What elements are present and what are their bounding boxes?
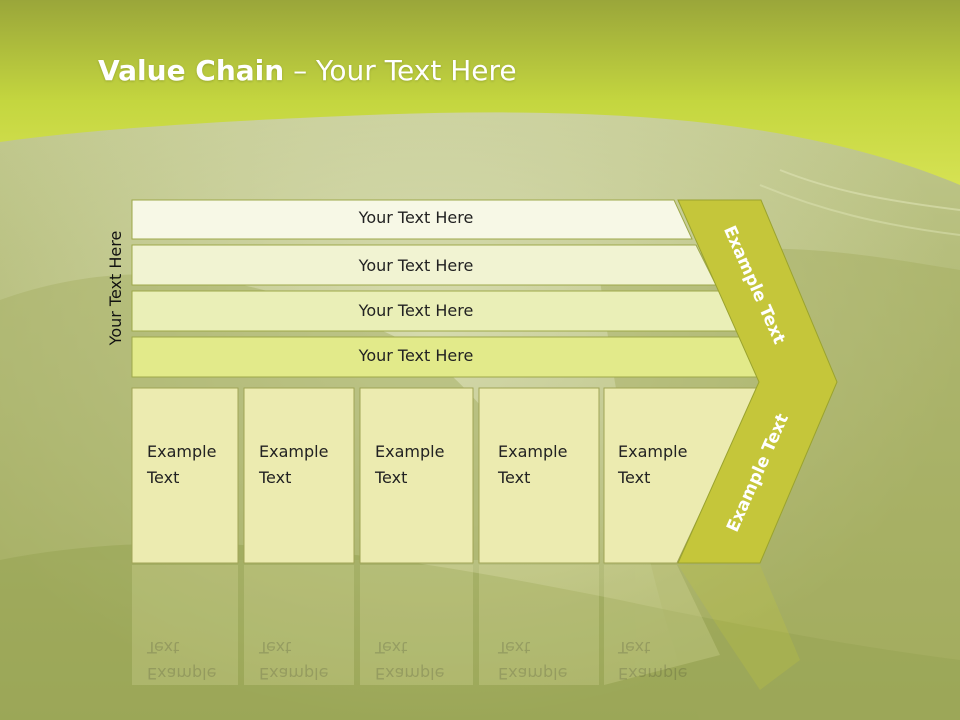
column-label-4-reflection: Example Text [498, 634, 567, 686]
column-reflections [132, 565, 720, 685]
column-box-5 [603, 387, 760, 564]
chevron-reflection [678, 565, 800, 690]
column-label-4-line2: Text [498, 468, 531, 487]
column-label-3-reflection-line2: Text [375, 638, 408, 657]
column-label-5-line1: Example [618, 442, 688, 461]
column-label-2-reflection: Example Text [259, 634, 328, 686]
column-label-2-reflection-line1: Example [259, 664, 329, 683]
page-title: Value Chain – Your Text Here [98, 54, 517, 87]
title-bold: Value Chain [98, 54, 285, 87]
column-label-2-line1: Example [259, 442, 329, 461]
column-box-2 [243, 387, 355, 564]
column-label-2-reflection-line2: Text [259, 638, 292, 657]
column-label-4-reflection-line2: Text [498, 638, 531, 657]
title-subtitle: – Your Text Here [284, 54, 517, 87]
column-label-1-reflection: Example Text [147, 634, 216, 686]
column-label-1-reflection-line2: Text [147, 638, 180, 657]
column-label-3-line2: Text [375, 468, 408, 487]
column-label-5-line2: Text [618, 468, 651, 487]
column-label-3-reflection: Example Text [375, 634, 444, 686]
row-label-2: Your Text Here [358, 256, 474, 275]
column-label-1-reflection-line1: Example [147, 664, 217, 683]
column-label-1-line2: Text [147, 468, 180, 487]
row-label-3: Your Text Here [358, 301, 474, 320]
column-label-5-reflection-line2: Text [618, 638, 651, 657]
column-label-2-line2: Text [259, 468, 292, 487]
column-label-1-line1: Example [147, 442, 217, 461]
column-label-4-line1: Example [498, 442, 568, 461]
row-bar-1 [131, 199, 693, 240]
row-label-1: Your Text Here [358, 208, 474, 227]
column-label-3-line1: Example [375, 442, 445, 461]
column-label-4-reflection-line1: Example [498, 664, 568, 683]
column-label-5-reflection: Example Text [618, 634, 687, 686]
column-box-3 [359, 387, 474, 564]
column-box-1 [131, 387, 239, 564]
row-label-4: Your Text Here [358, 346, 474, 365]
column-label-3-reflection-line1: Example [375, 664, 445, 683]
column-label-5-reflection-line1: Example [618, 664, 688, 683]
margin-chevron [677, 199, 838, 564]
column-box-4 [478, 387, 600, 564]
